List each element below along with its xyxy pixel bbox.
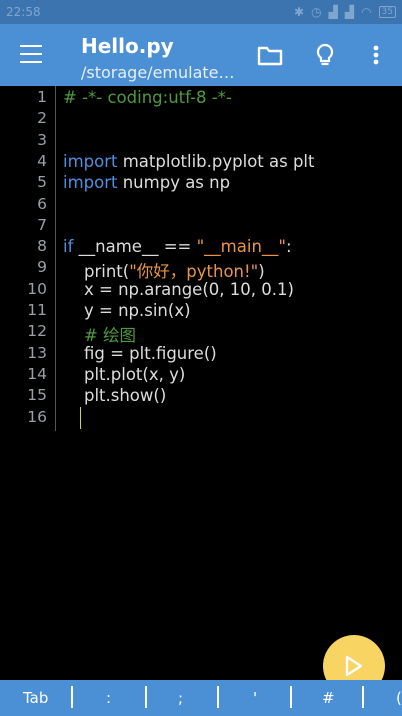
play-icon xyxy=(345,655,363,677)
line-number: 4 xyxy=(37,151,47,170)
code-line: x = np.arange(0, 10, 0.1) xyxy=(63,280,294,299)
text-cursor xyxy=(80,407,81,429)
app-bar: Hello.py /storage/emulate… xyxy=(0,24,402,86)
line-number: 5 xyxy=(37,173,47,192)
code-indent xyxy=(63,386,84,405)
code-line: plt.plot(x, y) xyxy=(63,365,185,384)
key-hash[interactable]: # xyxy=(322,689,335,707)
code-indent xyxy=(63,280,84,299)
line-number: 11 xyxy=(27,301,47,319)
code-text: __name__ == xyxy=(73,237,197,257)
key-separator xyxy=(362,686,364,708)
line-number: 7 xyxy=(37,215,47,234)
more-vert-icon[interactable] xyxy=(364,41,384,69)
code-line: if __name__ == "__main__": xyxy=(63,237,292,256)
code-comment: # -*- coding:utf-8 -*- xyxy=(63,88,232,107)
file-path: /storage/emulate… xyxy=(81,63,235,82)
line-number: 2 xyxy=(37,109,47,128)
key-semicolon[interactable]: ; xyxy=(178,689,184,707)
code-line: # 绘图 xyxy=(63,322,136,346)
key-separator xyxy=(71,686,73,708)
code-text: print( xyxy=(83,262,130,282)
key-colon[interactable]: : xyxy=(106,689,112,707)
wifi-icon: ◠ xyxy=(361,5,372,19)
code-text: plt.plot(x, y) xyxy=(83,364,186,384)
alarm-icon: ◷ xyxy=(311,5,322,19)
code-line: import matplotlib.pyplot as plt xyxy=(63,152,314,171)
code-text2: ) xyxy=(258,262,265,282)
code-indent xyxy=(63,301,84,320)
key-separator xyxy=(290,686,292,708)
code-indent xyxy=(63,365,84,384)
battery-indicator: 35 xyxy=(378,6,396,18)
code-string: "你好，python!" xyxy=(129,262,259,282)
key-paren[interactable]: ( xyxy=(396,689,402,707)
line-number: 6 xyxy=(37,194,47,213)
key-tab[interactable]: Tab xyxy=(23,689,49,707)
signal-icon: ▟ xyxy=(328,5,338,19)
key-separator xyxy=(217,686,219,708)
code-keyword: if xyxy=(63,237,74,257)
line-number: 9 xyxy=(37,258,47,277)
code-line: plt.show() xyxy=(63,386,166,405)
line-number: 3 xyxy=(37,130,47,149)
code-string: "__main__" xyxy=(196,237,286,257)
code-indent xyxy=(63,344,84,363)
code-line: # -*- coding:utf-8 -*- xyxy=(63,88,232,107)
file-title: Hello.py xyxy=(81,34,174,58)
status-bar: 22:58 ✱ ◷ ▟ ▟ ◠ 35 xyxy=(0,0,402,24)
code-indent xyxy=(63,326,84,345)
status-time: 22:58 xyxy=(6,5,41,19)
code-text: fig = plt.figure() xyxy=(83,343,217,363)
line-number: 12 xyxy=(27,322,47,341)
code-comment: # 绘图 xyxy=(83,326,137,346)
line-number: 15 xyxy=(27,386,47,405)
extra-keys-bar: Tab : ; ' # ( xyxy=(0,680,402,716)
key-separator xyxy=(145,686,147,708)
signal-icon-2: ▟ xyxy=(344,5,355,19)
code-keyword: import xyxy=(63,151,118,171)
line-number: 8 xyxy=(37,237,47,256)
code-text: y = np.sin(x) xyxy=(83,301,191,320)
line-number: 1 xyxy=(37,88,47,106)
code-text: matplotlib.pyplot as plt xyxy=(117,151,315,171)
code-indent xyxy=(63,262,84,281)
key-quote[interactable]: ' xyxy=(253,689,258,707)
code-line: y = np.sin(x) xyxy=(63,301,191,320)
code-text: x = np.arange(0, 10, 0.1) xyxy=(83,279,294,299)
line-number: 14 xyxy=(27,364,47,383)
line-number: 13 xyxy=(27,343,47,362)
code-text2: : xyxy=(286,237,292,257)
line-number: 10 xyxy=(27,279,47,298)
code-text: plt.show() xyxy=(83,386,167,406)
line-number: 16 xyxy=(27,407,47,426)
code-keyword: import xyxy=(63,173,118,193)
folder-icon[interactable] xyxy=(257,41,283,69)
bluetooth-icon: ✱ xyxy=(294,5,305,19)
lightbulb-icon[interactable] xyxy=(312,41,338,69)
code-text: numpy as np xyxy=(117,173,231,193)
menu-icon[interactable] xyxy=(20,45,42,63)
code-line: fig = plt.figure() xyxy=(63,344,217,363)
code-line: print("你好，python!") xyxy=(63,258,265,282)
code-line: import numpy as np xyxy=(63,173,230,192)
